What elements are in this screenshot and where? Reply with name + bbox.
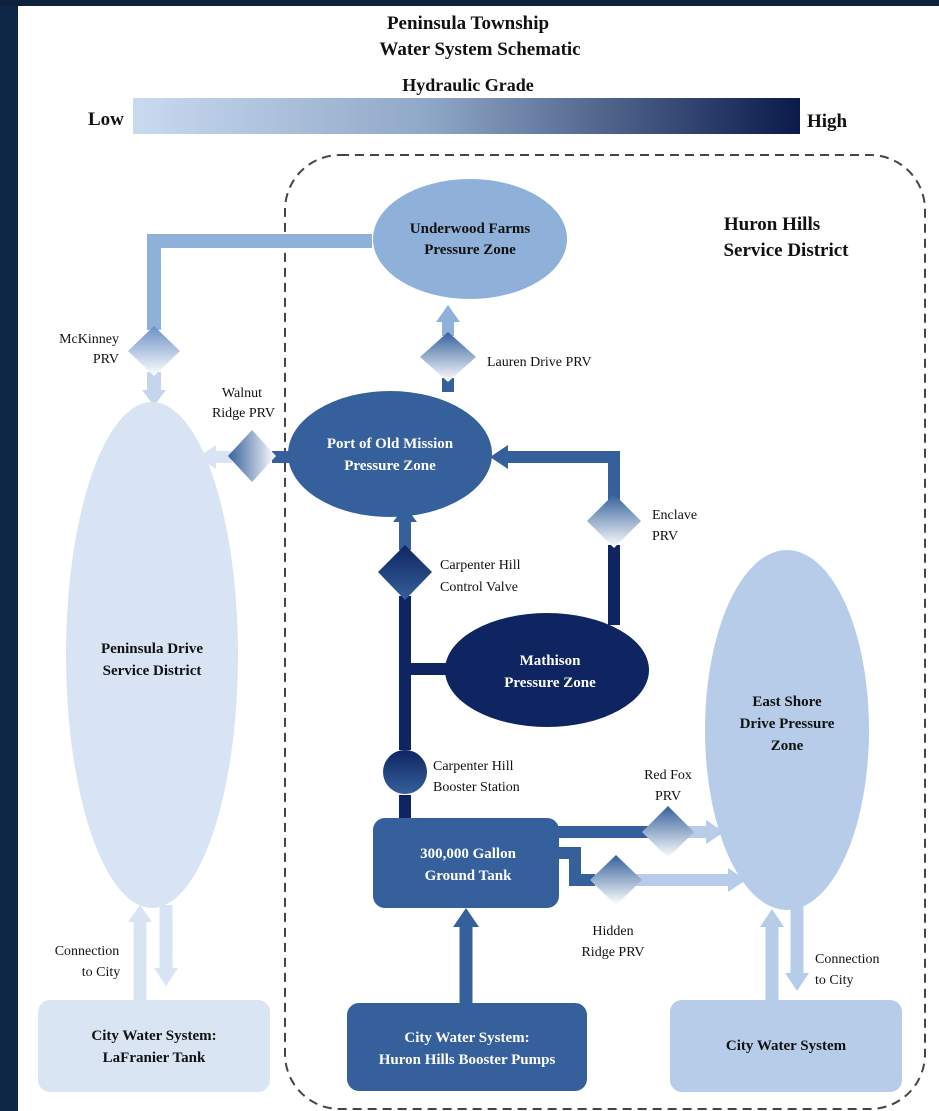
carpenter-booster-label-line2: Booster Station [433, 780, 520, 795]
connection-left-label-line1: Connection [55, 944, 120, 959]
slide-top-border [0, 0, 939, 6]
arrow-into-underwood [436, 305, 460, 322]
zone-port-label-line2: Pressure Zone [344, 458, 436, 474]
arrow-into-peninsula [142, 390, 166, 406]
hydraulic-grade-gradient-bar [133, 98, 800, 134]
city-lafranier-label-line2: LaFranier Tank [103, 1050, 206, 1066]
enclave-label-line2: PRV [652, 529, 678, 544]
carpenter-valve-label-line1: Carpenter Hill [440, 558, 521, 573]
carpenter-valve-label-line2: Control Valve [440, 580, 518, 595]
zone-mathison-label-line1: Mathison [520, 653, 582, 669]
zone-eastshore-label-line1: East Shore [752, 694, 822, 710]
zone-mathison-label-line2: Pressure Zone [504, 675, 596, 691]
city-lafranier-tank-box [38, 1000, 270, 1092]
arrow-into-lafranier [154, 968, 178, 986]
zone-port-of-old-mission [288, 391, 492, 517]
pipe-tank-to-hiddenridge [558, 847, 595, 886]
walnut-ridge-prv-valve [228, 430, 276, 482]
zone-peninsula-label-line1: Peninsula Drive [101, 641, 203, 657]
diagram-title-line2: Water System Schematic [379, 39, 580, 60]
hidden-ridge-prv-valve [590, 855, 642, 905]
red-fox-prv-valve [642, 806, 694, 858]
city-lafranier-label-line1: City Water System: [91, 1028, 216, 1044]
arrow-into-eastshore-from-hiddenridge [728, 868, 746, 892]
arrow-into-tank-from-pumps [453, 908, 479, 927]
redfox-label-line2: PRV [655, 789, 681, 804]
city-water-system-box [670, 1000, 902, 1092]
diagram-title-line1: Peninsula Township [387, 13, 549, 34]
hiddenridge-label-line2: Ridge PRV [581, 945, 644, 960]
zone-underwood-label-line2: Pressure Zone [424, 242, 516, 258]
city-water-system-label: City Water System [726, 1038, 847, 1054]
lauren-label: Lauren Drive PRV [487, 355, 592, 370]
mckinney-prv-valve [128, 326, 180, 376]
mckinney-label-line1: McKinney [59, 332, 119, 347]
arrow-into-eastshore-from-redfox [706, 820, 724, 844]
zone-mathison [445, 613, 649, 727]
walnut-label-line2: Ridge PRV [212, 406, 275, 421]
city-boosterpumps-label-line1: City Water System: [404, 1030, 529, 1046]
redfox-label-line1: Red Fox [644, 768, 692, 783]
carpenter-booster-label-line1: Carpenter Hill [433, 759, 514, 774]
zone-peninsula-drive [66, 402, 238, 908]
connection-right-label-line2: to City [815, 973, 854, 988]
zone-peninsula-label-line2: Service District [103, 663, 202, 679]
arrow-into-peninsula-from-city [128, 905, 152, 922]
pipe-enclave-to-port [506, 451, 620, 500]
city-huron-hills-booster-pumps-box [347, 1003, 587, 1091]
legend-title: Hydraulic Grade [402, 75, 534, 95]
connection-left-label-line2: to City [82, 965, 121, 980]
district-label-line1: Huron Hills [724, 214, 820, 235]
arrow-into-port-from-enclave [490, 445, 508, 469]
carpenter-hill-booster-station-circle [383, 750, 427, 794]
zone-port-label-line1: Port of Old Mission [327, 436, 454, 452]
lauren-drive-prv-valve [420, 332, 476, 382]
pipe-underwood-to-mckinney [147, 234, 372, 330]
city-boosterpumps-label-line2: Huron Hills Booster Pumps [379, 1052, 556, 1068]
enclave-label-line1: Enclave [652, 508, 697, 523]
zone-underwood-label-line1: Underwood Farms [410, 221, 531, 237]
legend-low-label: Low [88, 109, 124, 130]
hiddenridge-label-line1: Hidden [592, 924, 633, 939]
mckinney-label-line2: PRV [93, 352, 119, 367]
arrow-into-peninsula-from-walnut [198, 445, 216, 469]
carpenter-hill-control-valve [378, 545, 432, 600]
enclave-prv-valve [587, 494, 641, 548]
zone-east-shore-drive [705, 550, 869, 910]
ground-tank-label-line2: Ground Tank [425, 868, 513, 884]
ground-tank-label-line1: 300,000 Gallon [420, 846, 517, 862]
ground-tank-box [373, 818, 559, 908]
connection-right-label-line1: Connection [815, 952, 880, 967]
walnut-label-line1: Walnut [222, 386, 262, 401]
district-label-line2: Service District [723, 240, 849, 261]
zone-eastshore-label-line2: Drive Pressure [740, 716, 835, 732]
slide-left-border [0, 0, 18, 1111]
huron-hills-district-boundary [284, 154, 926, 1110]
zone-underwood-farms [373, 179, 567, 299]
legend-high-label: High [807, 111, 848, 132]
arrow-into-eastshore-from-city [760, 909, 784, 927]
zone-eastshore-label-line3: Zone [771, 738, 804, 754]
arrow-into-citywater [785, 973, 809, 991]
